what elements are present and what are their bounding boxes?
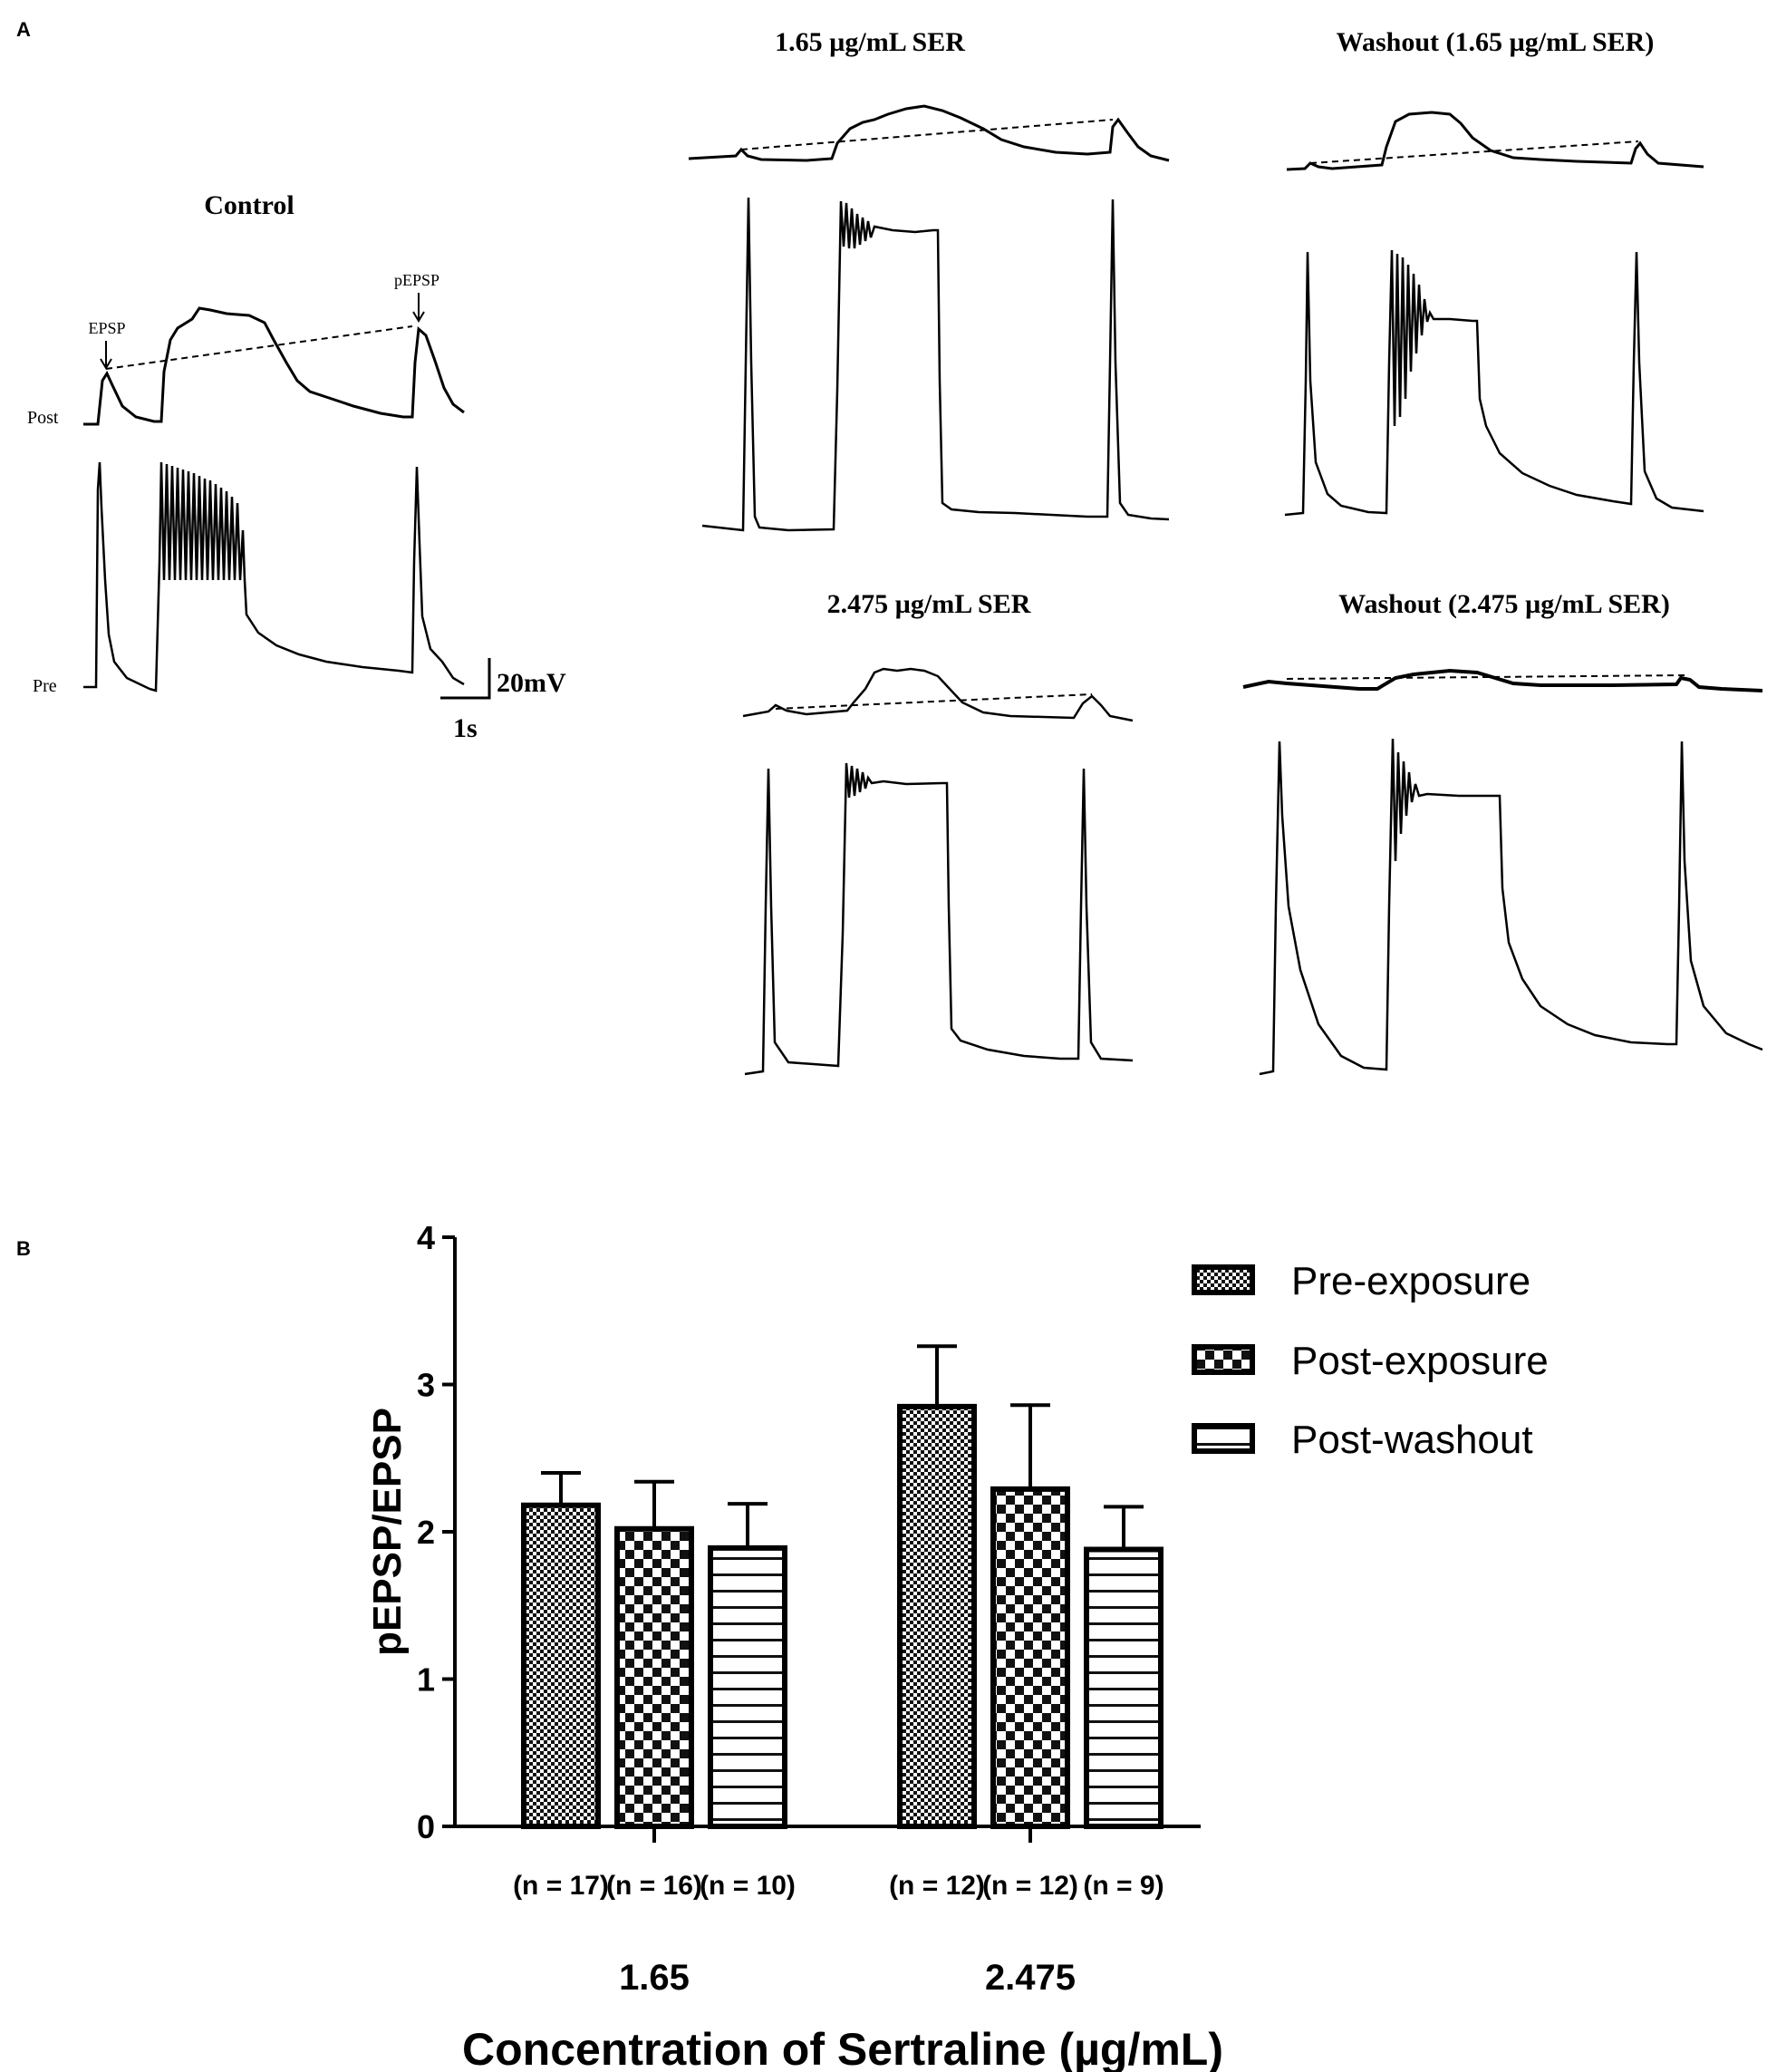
control-post-baseline [105,325,413,370]
scale-bar-time: 1s [453,713,478,743]
panel-a-label: A [16,18,31,41]
ser2475-trace-group: 2.475 µg/mL SER [742,589,1134,1076]
n-label: (n = 12) [889,1871,985,1901]
scale-bar [440,658,491,700]
wash165-pre-trace [1284,249,1704,517]
ser165-pre-trace [701,197,1170,532]
y-tick-label: 1 [417,1661,435,1699]
wash165-title: Washout (1.65 µg/mL SER) [1337,27,1655,57]
x-axis-title: Concentration of Sertraline (µg/mL) [462,2024,1223,2072]
legend-label: Post-exposure [1291,1339,1549,1383]
control-post-trace [83,306,465,426]
ser2475-title: 2.475 µg/mL SER [827,589,1031,619]
n-label: (n = 9) [1083,1871,1164,1901]
wash2475-post-trace [1242,668,1763,692]
ser2475-post-baseline [775,693,1093,710]
ser165-post-trace [688,104,1170,162]
wash2475-title: Washout (2.475 µg/mL SER) [1338,589,1670,619]
control-pre-trace [83,461,465,692]
legend-swatch [1192,1423,1255,1454]
ser165-title: 1.65 µg/mL SER [775,27,965,57]
legend-swatch [1192,1344,1255,1375]
legend-swatch [1192,1264,1255,1295]
x-tick-label: 1.65 [619,1958,690,1998]
bar [521,1502,601,1829]
n-label: (n = 12) [982,1871,1078,1901]
y-tick-label: 0 [417,1808,435,1845]
panel-a: A Control EPSP pEPSP Post Pre 20mV 1s 1.… [16,18,1763,1076]
ser2475-post-trace [742,667,1134,722]
y-tick-label: 3 [417,1367,435,1404]
wash165-trace-group: Washout (1.65 µg/mL SER) [1284,27,1704,517]
bar [708,1544,787,1829]
legend-label: Post-washout [1291,1418,1533,1462]
ser165-post-baseline [740,119,1114,150]
control-title: Control [204,190,294,220]
wash2475-trace-group: Washout (2.475 µg/mL SER) [1242,589,1763,1076]
bar [614,1525,694,1829]
legend-label: Pre-exposure [1291,1259,1530,1303]
y-axis-title: pEPSP/EPSP [365,1408,410,1656]
post-trace-label: Post [27,408,59,428]
ser2475-pre-trace [744,762,1134,1076]
panel-b-label: B [16,1237,31,1260]
pepsp-arrow [412,293,425,323]
bar [990,1486,1070,1829]
bar [897,1403,977,1829]
x-tick-label: 2.475 [985,1958,1076,1998]
wash165-post-trace [1286,111,1704,171]
n-label: (n = 10) [700,1871,796,1901]
y-tick-label: 4 [417,1219,435,1256]
wash2475-pre-trace [1259,738,1763,1076]
control-trace-group: Control EPSP pEPSP Post Pre 20mV 1s [27,190,566,743]
n-label: (n = 17) [513,1871,609,1901]
scale-bar-voltage: 20mV [497,668,566,698]
ser165-trace-group: 1.65 µg/mL SER [688,27,1170,532]
bar [1084,1546,1164,1829]
wash165-post-baseline [1309,140,1639,164]
y-tick-label: 2 [417,1514,435,1551]
n-label: (n = 16) [606,1871,702,1901]
epsp-annotation: EPSP [88,319,125,337]
pre-trace-label: Pre [33,676,57,696]
pepsp-annotation: pEPSP [394,271,439,289]
wash2475-post-baseline [1286,674,1686,680]
epsp-arrow [100,341,112,370]
